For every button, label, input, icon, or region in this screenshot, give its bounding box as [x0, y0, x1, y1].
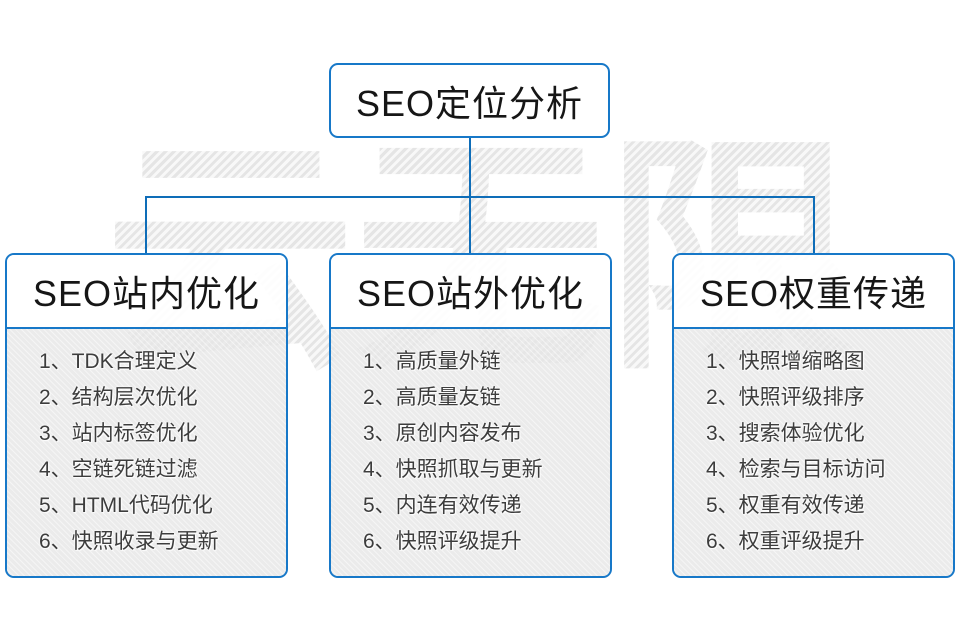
list-item: 4、空链死链过滤 [39, 458, 198, 481]
list-item: 1、高质量外链 [363, 350, 501, 373]
list-item: 3、搜索体验优化 [706, 422, 865, 445]
column-onsite: SEO站内优化 1、TDK合理定义 2、结构层次优化 3、站内标签优化 4、空链… [5, 253, 288, 578]
connector-drop-right [813, 196, 815, 253]
column-offsite-header: SEO站外优化 [331, 255, 610, 329]
list-item: 1、TDK合理定义 [39, 350, 198, 373]
root-node: SEO定位分析 [329, 63, 610, 138]
list-item: 3、原创内容发布 [363, 422, 522, 445]
column-onsite-header: SEO站内优化 [7, 255, 286, 329]
list-item: 3、站内标签优化 [39, 422, 198, 445]
list-item: 6、快照评级提升 [363, 530, 522, 553]
list-item: 4、检索与目标访问 [706, 458, 886, 481]
list-item: 2、结构层次优化 [39, 386, 198, 409]
column-weight-title: SEO权重传递 [699, 273, 928, 314]
list-item: 6、权重评级提升 [706, 530, 865, 553]
column-offsite-list: 1、高质量外链 2、高质量友链 3、原创内容发布 4、快照抓取与更新 5、内连有… [331, 329, 610, 576]
column-offsite: SEO站外优化 1、高质量外链 2、高质量友链 3、原创内容发布 4、快照抓取与… [329, 253, 612, 578]
connector-horizontal [145, 196, 815, 198]
list-item: 2、高质量友链 [363, 386, 501, 409]
list-item: 1、快照增缩略图 [706, 350, 865, 373]
column-onsite-list: 1、TDK合理定义 2、结构层次优化 3、站内标签优化 4、空链死链过滤 5、H… [7, 329, 286, 576]
connector-top-vertical [469, 138, 471, 196]
column-offsite-title: SEO站外优化 [356, 273, 585, 314]
connector-drop-middle [469, 196, 471, 253]
list-item: 5、内连有效传递 [363, 494, 522, 517]
column-weight-header: SEO权重传递 [674, 255, 953, 329]
column-weight-list: 1、快照增缩略图 2、快照评级排序 3、搜索体验优化 4、检索与目标访问 5、权… [674, 329, 953, 576]
list-item: 2、快照评级排序 [706, 386, 865, 409]
list-item: 5、HTML代码优化 [39, 494, 213, 517]
root-node-label: SEO定位分析 [355, 82, 584, 124]
list-item: 5、权重有效传递 [706, 494, 865, 517]
connector-drop-left [145, 196, 147, 253]
column-weight: SEO权重传递 1、快照增缩略图 2、快照评级排序 3、搜索体验优化 4、检索与… [672, 253, 955, 578]
column-onsite-title: SEO站内优化 [32, 273, 261, 314]
list-item: 4、快照抓取与更新 [363, 458, 543, 481]
list-item: 6、快照收录与更新 [39, 530, 219, 553]
